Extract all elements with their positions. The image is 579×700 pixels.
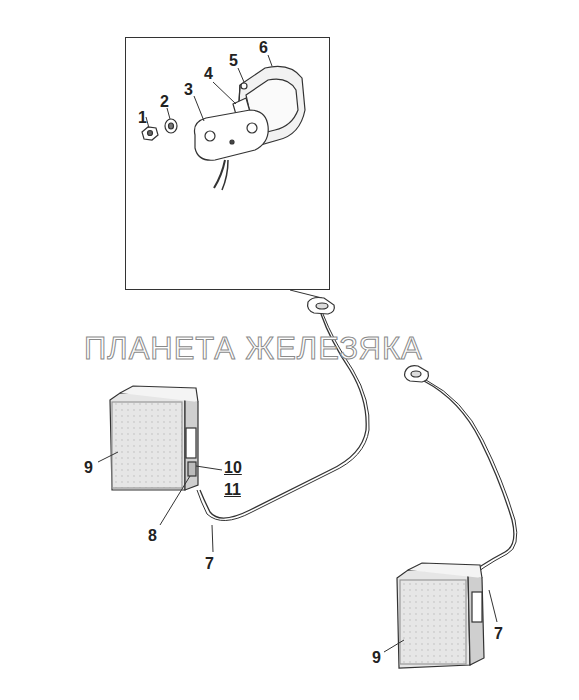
wire (426, 380, 517, 582)
mounting-plate (194, 110, 268, 160)
watermark: ПЛАНЕТА ЖЕЛЕЗЯКА (84, 333, 423, 364)
leader-line (290, 290, 322, 298)
callout-number: 4 (204, 66, 213, 82)
lamp-wire (222, 160, 228, 190)
rear-lamp (110, 386, 198, 490)
screw (241, 83, 247, 89)
callout-number: 1 (138, 110, 147, 126)
callout-number: 5 (229, 53, 238, 69)
callout-number: 9 (372, 650, 381, 666)
callout-number: 9 (84, 460, 93, 476)
nut (142, 127, 158, 140)
callout-number: 2 (160, 94, 169, 110)
callout-number: 6 (259, 40, 268, 56)
inset-frame: 12345 6 (125, 37, 330, 290)
wire (424, 381, 514, 580)
callout-number: 7 (494, 626, 503, 642)
washer (165, 119, 177, 133)
inset-parts (142, 66, 305, 190)
lamp-wire (214, 160, 225, 188)
plate-lamp (405, 366, 429, 382)
connector (188, 462, 196, 476)
callout-number: 11 (224, 482, 241, 498)
callout-number: 8 (148, 528, 157, 544)
callout-number: 3 (184, 82, 193, 98)
callout-number: 10 (224, 460, 242, 476)
callout-number: 7 (205, 556, 214, 572)
plate-lamp (308, 298, 335, 315)
rear-lamp (397, 563, 484, 668)
